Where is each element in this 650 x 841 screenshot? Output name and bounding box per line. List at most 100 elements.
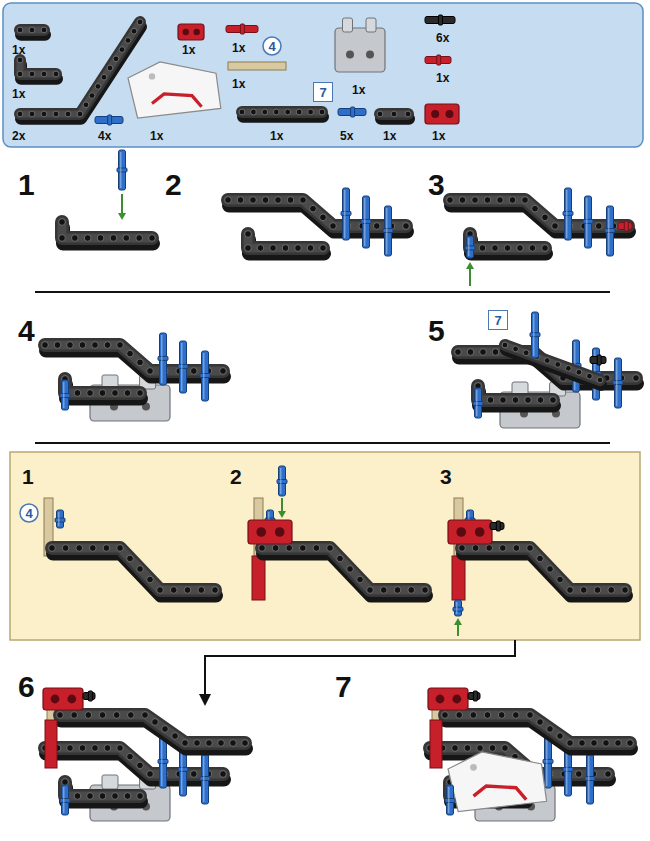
beam-hole [522, 197, 529, 204]
beam-hole [479, 245, 486, 252]
beam-hole [504, 245, 511, 252]
beam-hole [117, 745, 124, 752]
beam-hole [184, 587, 191, 594]
beam-hole [509, 197, 516, 204]
pin-collar [178, 767, 188, 771]
beam-face [450, 200, 628, 226]
callout-text: 4 [268, 40, 275, 53]
part-count: 1x [232, 78, 245, 90]
subassembly-panel [10, 452, 640, 640]
beam-hole [472, 197, 479, 204]
beam-hole [67, 342, 74, 349]
beam-hole [137, 19, 143, 25]
beam-hole [605, 771, 612, 778]
pin-collar [563, 211, 573, 215]
part-count: 1x [232, 42, 245, 54]
step-number: 3 [428, 170, 445, 200]
beam-hole [487, 397, 494, 404]
pin-collar [88, 691, 92, 701]
beam-hole [367, 587, 374, 594]
beam-hole [547, 566, 554, 573]
beam-hole [552, 223, 559, 230]
beam-hole [455, 349, 462, 356]
pin-shine [456, 602, 458, 614]
beam [505, 345, 600, 380]
beam-hole [502, 745, 509, 752]
pin-shine [364, 198, 366, 246]
beam-hole [597, 377, 603, 383]
beam-hole [527, 712, 534, 719]
beam-hole [237, 197, 244, 204]
beam-hole [480, 349, 487, 356]
beam-hole [591, 740, 598, 747]
beam-hole [119, 47, 125, 53]
callout-text: 7 [319, 86, 326, 99]
pin-shine [58, 512, 60, 526]
beam-hole [603, 740, 610, 747]
pin-shine [476, 390, 478, 416]
callout-text: 7 [494, 314, 501, 327]
pin-shine [344, 190, 346, 238]
beam-hole [502, 342, 508, 348]
beam [450, 200, 628, 226]
pin-shine [280, 468, 282, 494]
callout-text: 4 [25, 507, 32, 520]
beam-hole [104, 342, 111, 349]
pin-shine [63, 787, 65, 813]
beam-hole [112, 390, 119, 397]
part-count: 2x [12, 130, 25, 142]
pin-shine [616, 360, 618, 406]
beam-hole [285, 109, 291, 115]
beam-hole [259, 545, 266, 552]
beam-hole [542, 214, 549, 221]
beam-hole [587, 373, 593, 379]
beam-hole [327, 545, 334, 552]
beam-hole [162, 726, 169, 733]
beam-hole [299, 545, 306, 552]
beam-hole [262, 109, 268, 115]
pin-shine [386, 208, 388, 254]
pin-collar [383, 229, 393, 233]
beam-face [262, 548, 425, 590]
part-count: 1x [150, 130, 163, 142]
part-count: 1x [182, 44, 195, 56]
beam-hole [537, 555, 544, 562]
beam-hole [250, 197, 257, 204]
pin-collar [624, 221, 628, 231]
flow-arrowhead [199, 694, 211, 706]
beam-hole [29, 27, 35, 33]
pin-shine [588, 756, 590, 802]
beam-hole [357, 576, 364, 583]
beam-hole [206, 740, 213, 747]
beam-hole [594, 587, 601, 594]
beam-hole [147, 368, 154, 375]
pin-shine [161, 335, 163, 383]
pin-collar [465, 246, 475, 250]
beam-hole [113, 712, 120, 719]
beam-hole [447, 197, 454, 204]
part-count: 1x [432, 130, 445, 142]
beam-hole [295, 245, 302, 252]
beam-hole [275, 197, 282, 204]
beam-hole [79, 342, 86, 349]
beam-hole [127, 350, 134, 357]
beam-hole [547, 726, 554, 733]
beam-hole [470, 712, 477, 719]
insert-arrow [281, 498, 283, 512]
beam-hole [59, 235, 66, 242]
beam-hole [103, 545, 110, 552]
beam-hole [492, 349, 499, 356]
beam-hole [147, 771, 154, 778]
beam-hole [320, 214, 327, 221]
beam-face [242, 109, 322, 116]
insert-arrowhead [118, 213, 126, 220]
block-hole [436, 695, 445, 704]
beam [242, 106, 322, 118]
callout-number: 7 [313, 82, 333, 102]
pin-collar [341, 211, 351, 215]
pin-collar [178, 364, 188, 368]
beam-hole [456, 712, 463, 719]
block-hole [346, 50, 354, 58]
part-count: 1x [270, 130, 283, 142]
